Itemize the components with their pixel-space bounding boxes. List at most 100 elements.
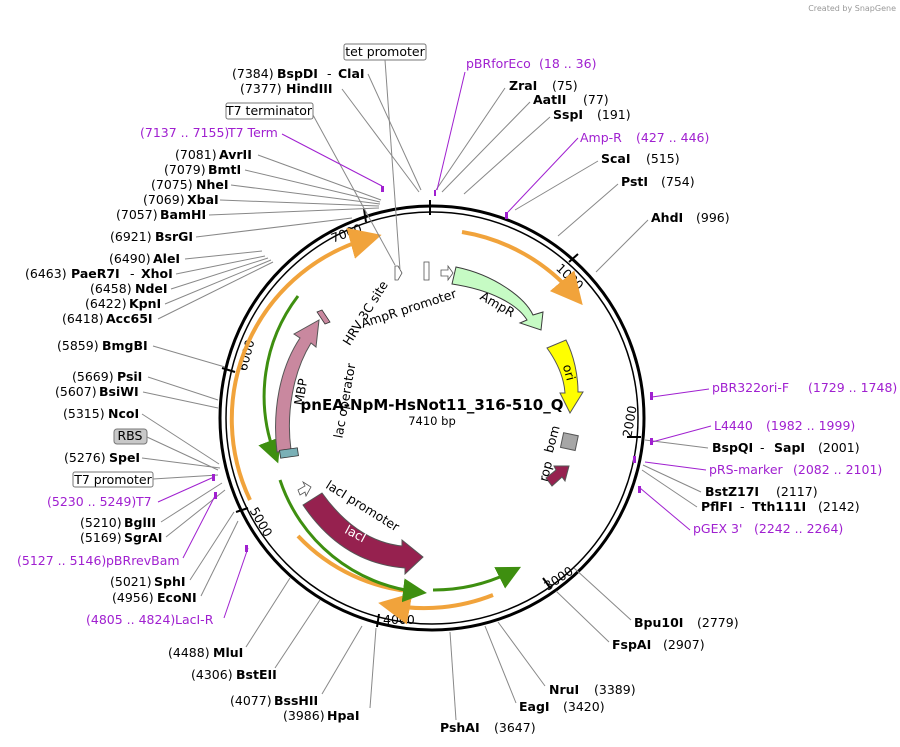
site-pos: (7377) [240, 81, 282, 96]
site-name: ScaI [601, 151, 631, 166]
site-pos: (754) [661, 174, 695, 189]
site-pos: (5276) [64, 450, 106, 465]
primer-name: pBR322ori-F [712, 380, 789, 395]
site-kpni: (6422) KpnI [85, 259, 272, 311]
site-pos: (515) [646, 151, 680, 166]
site-name: SpeI [109, 450, 140, 465]
site-name: BsrGI [155, 229, 193, 244]
site-name: SphI [154, 574, 186, 589]
plasmid-size: 7410 bp [408, 414, 456, 428]
mbp-label: MBP [291, 377, 311, 407]
rop-label: rop [535, 459, 555, 483]
site-pos: (2142) [818, 499, 860, 514]
ampr-promoter-arrow [440, 264, 454, 282]
site-pos: (2001) [818, 440, 860, 455]
tick-4000: 4000 [376, 612, 415, 628]
primer-t7-term: (7137 .. 7155) T7 Term [140, 125, 384, 192]
site-eagi: EagI (3420) [484, 625, 605, 714]
t7-promoter-callout: T7 promoter [72, 471, 219, 488]
site-pos: (5021) [110, 574, 152, 589]
site-bsrgi: (6921) BsrGI [110, 217, 353, 244]
site-bsteii: (4306) BstEII [191, 599, 321, 682]
site-name: BamHI [160, 207, 206, 222]
site-name: XbaI [187, 192, 219, 207]
primer-range: (4805 .. 4824) [86, 612, 175, 627]
primer-name: pBRrevBam [106, 553, 180, 568]
site-name2: XhoI [141, 266, 173, 281]
site-pos: (5859) [57, 338, 99, 353]
primer-pbrforeco: pBRforEco (18 .. 36) [434, 56, 596, 196]
site-bpu10i: Bpu10I (2779) [573, 567, 739, 630]
t7-term-marker [423, 261, 430, 281]
site-name: HindIII [286, 81, 333, 96]
site-name: HpaI [327, 708, 360, 723]
primer-range: (1982 .. 1999) [766, 418, 855, 433]
site-xbai: (7069) XbaI [143, 192, 380, 207]
site-pos: (3647) [494, 720, 536, 735]
primer-name: LacI-R [175, 612, 214, 627]
site-name: AvrII [219, 147, 252, 162]
site-name: SspI [553, 107, 583, 122]
site-name: BmtI [208, 162, 241, 177]
primer-range: (7137 .. 7155) [140, 125, 229, 140]
site-name: NcoI [108, 406, 139, 421]
site-pflfi-tth111i: PflFI - Tth111I (2142) [641, 469, 860, 514]
site-alei: (6490) AleI [109, 250, 263, 266]
bom-label: bom [541, 424, 563, 455]
tet-promoter-callout: tet promoter [343, 43, 427, 271]
site-bspdi-clai: (7384) BspDI - ClaI [232, 66, 422, 191]
site-pos: (6422) [85, 296, 127, 311]
site-name: ZraI [509, 78, 537, 93]
snapgene-logo: Created by SnapGene [808, 4, 896, 13]
primer-l4440: L4440 (1982 .. 1999) [650, 418, 855, 445]
laci-feature [302, 492, 424, 576]
site-pos: (7075) [151, 177, 193, 192]
site-bmti: (7079) BmtI [164, 162, 381, 203]
tick-label-2000: 2000 [619, 404, 639, 438]
site-pos: (6418) [62, 311, 104, 326]
site-pos: (5669) [72, 369, 114, 384]
rop-feature [545, 465, 570, 487]
site-pos: (2907) [663, 637, 705, 652]
site-name: BssHII [274, 693, 318, 708]
tick-1000: 1000 [553, 253, 587, 293]
site-spei: (5276) SpeI [64, 450, 221, 469]
site-econi: (4956) EcoNI [112, 520, 239, 605]
site-pos: (3389) [594, 682, 636, 697]
site-acc65i: (6418) Acc65I [62, 261, 274, 326]
site-pos: (4306) [191, 667, 233, 682]
site-psii: (5669) PsiI [72, 369, 219, 401]
site-name: PaeR7I [71, 266, 120, 281]
site-aatii: AatII (77) [441, 92, 609, 193]
primer-name: Amp-R [580, 130, 622, 145]
primer-range: (5230 .. 5249) [47, 494, 136, 509]
site-bstz17i: BstZ17I (2117) [642, 464, 818, 499]
site-name: BsiWI [99, 384, 139, 399]
site-name: AhdI [651, 210, 683, 225]
site-ncoi: (5315) NcoI [63, 406, 220, 465]
site-sep: - [130, 266, 135, 281]
ori-label: ori [560, 363, 579, 383]
t7-promoter-text: T7 promoter [73, 472, 152, 487]
plasmid-name: pnEA-NpM-HsNot11_316-510_Q [301, 396, 564, 414]
site-name: Bpu10I [634, 615, 683, 630]
site-name: BspQI [712, 440, 753, 455]
site-bglii: (5210) BglII [80, 482, 223, 530]
site-name: FspAI [612, 637, 651, 652]
site-pos: (4077) [230, 693, 272, 708]
site-ndei: (6458) NdeI [90, 257, 269, 296]
site-sphi: (5021) SphI [110, 511, 235, 589]
site-pos: (3986) [283, 708, 325, 723]
site-avrii: (7081) AvrII [175, 147, 382, 201]
ampr-feature [451, 266, 544, 331]
site-pos: (996) [696, 210, 730, 225]
primer-name: L4440 [714, 418, 753, 433]
site-name: MluI [213, 645, 243, 660]
primer-t7: (5230 .. 5249) T7 [47, 474, 215, 509]
site-pos: (4956) [112, 590, 154, 605]
bom-feature [559, 432, 579, 452]
site-pos: (6921) [110, 229, 152, 244]
site-pos: (6458) [90, 281, 132, 296]
site-name: BspDI [277, 66, 318, 81]
orf-arc-1 [461, 230, 583, 306]
